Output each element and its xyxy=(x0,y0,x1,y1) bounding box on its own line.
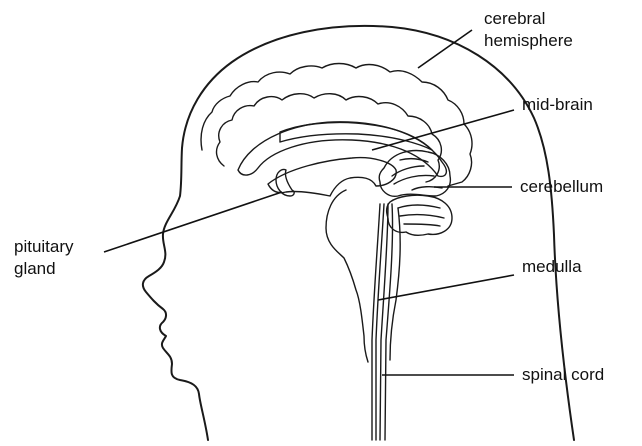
mid-brain xyxy=(268,158,396,196)
head-outline xyxy=(143,26,574,440)
leader-mid-brain xyxy=(372,110,514,150)
label-pituitary-line2: gland xyxy=(14,259,56,278)
label-spinal-cord: spinal cord xyxy=(522,365,604,384)
label-cerebral-line2: hemisphere xyxy=(484,31,573,50)
leader-cerebral-hemisphere xyxy=(418,30,472,68)
label-mid-brain: mid-brain xyxy=(522,95,593,114)
label-cerebral-line1: cerebral xyxy=(484,9,545,28)
pons xyxy=(326,190,368,362)
cerebellum-folia-lower xyxy=(398,205,444,226)
label-cerebellum: cerebellum xyxy=(520,177,603,196)
leader-pituitary xyxy=(104,192,282,252)
label-pituitary-line1: pituitary xyxy=(14,237,74,256)
label-medulla: medulla xyxy=(522,257,582,276)
cerebellum-folia-upper xyxy=(392,159,442,190)
corpus-callosum xyxy=(238,122,446,177)
spinal-cord-right xyxy=(385,204,393,440)
